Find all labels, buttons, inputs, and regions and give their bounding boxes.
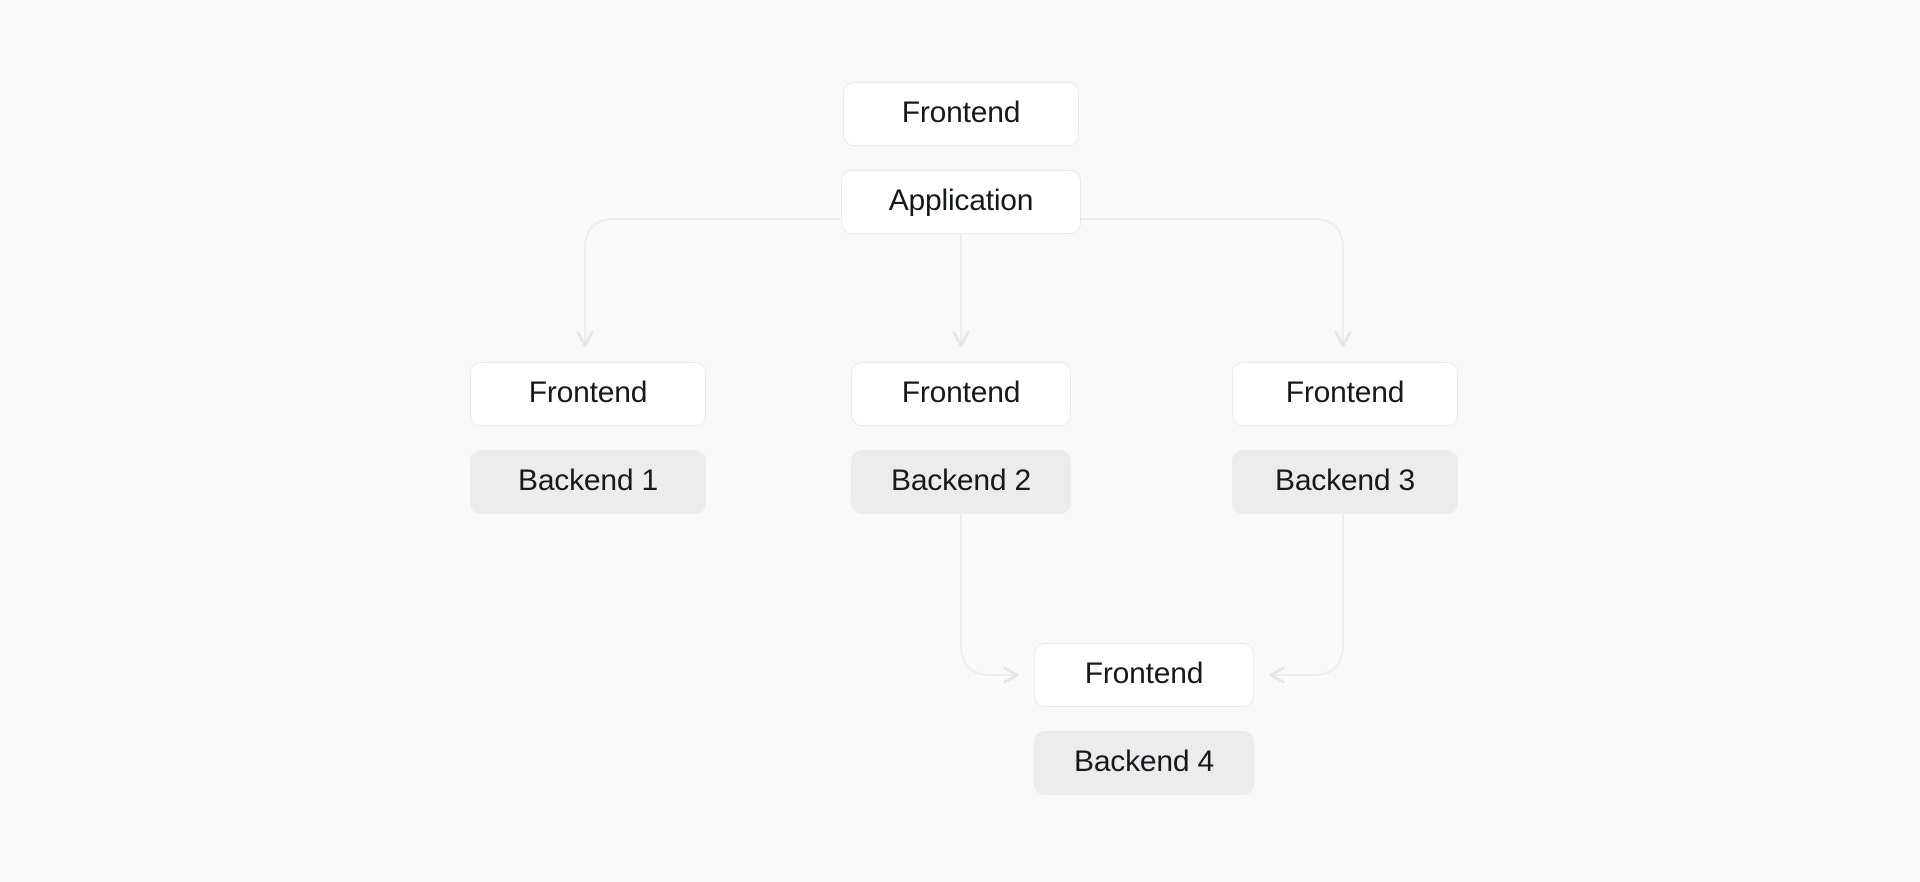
edge-application-to-frontend-3 <box>1080 218 1352 348</box>
node-frontend-4[interactable]: Frontend <box>1034 643 1254 707</box>
node-label-frontend-4: Frontend <box>1084 657 1204 690</box>
node-root-frontend[interactable]: Frontend <box>843 82 1079 146</box>
node-backend-3[interactable]: Backend 3 <box>1232 450 1458 514</box>
edge-application-to-frontend-1 <box>576 218 842 348</box>
node-frontend-1[interactable]: Frontend <box>470 362 706 426</box>
node-backend-2[interactable]: Backend 2 <box>851 450 1071 514</box>
node-label-frontend-3: Frontend <box>1285 376 1405 409</box>
edge-backend-3-to-frontend-4 <box>1268 513 1344 684</box>
edge-backend-2-to-frontend-4 <box>960 513 1020 684</box>
node-frontend-2[interactable]: Frontend <box>851 362 1071 426</box>
node-frontend-3[interactable]: Frontend <box>1232 362 1458 426</box>
node-label-backend-3: Backend 3 <box>1275 464 1415 497</box>
node-backend-4[interactable]: Backend 4 <box>1034 731 1254 795</box>
node-label-root-frontend: Frontend <box>901 96 1021 129</box>
node-label-frontend-2: Frontend <box>901 376 1021 409</box>
edge-paths <box>576 218 1352 684</box>
node-label-backend-2: Backend 2 <box>891 464 1031 497</box>
node-label-frontend-1: Frontend <box>528 376 648 409</box>
node-backend-1[interactable]: Backend 1 <box>470 450 706 514</box>
node-label-application: Application <box>888 184 1034 217</box>
node-label-backend-1: Backend 1 <box>518 464 658 497</box>
node-application[interactable]: Application <box>841 170 1081 234</box>
node-label-backend-4: Backend 4 <box>1074 745 1214 778</box>
